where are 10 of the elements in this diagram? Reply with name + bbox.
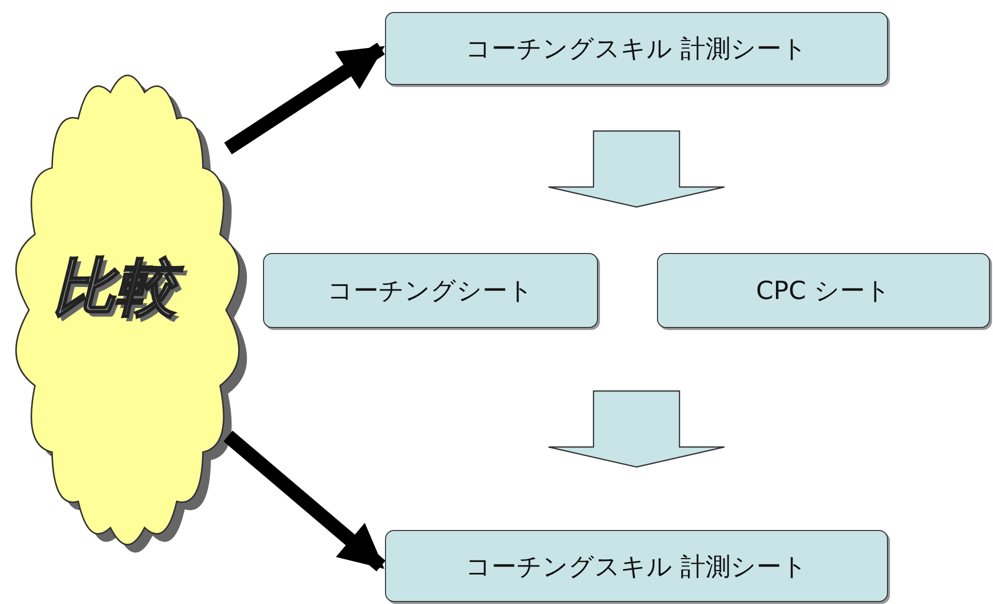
arrow (223, 430, 386, 572)
process-box: CPC シート (657, 253, 990, 328)
process-box: コーチングシート (263, 253, 598, 328)
cloud-shape (15, 74, 247, 553)
arrow (224, 42, 385, 154)
block-arrow (548, 390, 726, 468)
block-arrow (548, 130, 726, 208)
cloud-label: 比較 (40, 245, 190, 329)
process-box: コーチングスキル 計測シート (385, 530, 888, 602)
process-box: コーチングスキル 計測シート (385, 12, 888, 85)
